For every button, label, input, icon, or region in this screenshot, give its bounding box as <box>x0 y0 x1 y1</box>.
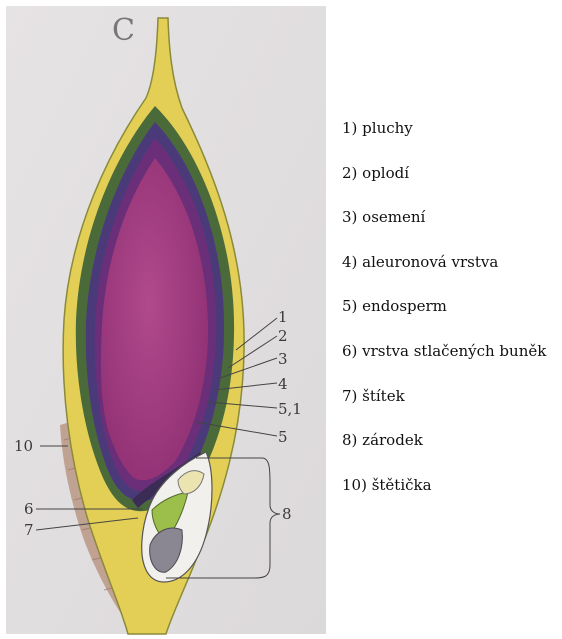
legend-item: 2) oplodí <box>342 163 562 208</box>
callout-2: 2 <box>278 327 288 345</box>
legend-item: 7) štítek <box>342 386 562 431</box>
callout-6: 6 <box>24 500 34 518</box>
callout-10: 10 <box>14 437 33 455</box>
callout-5: 5 <box>278 428 288 446</box>
legend-item: 6) vrstva stlačených buněk <box>342 341 562 386</box>
panel-letter: C <box>112 13 135 48</box>
legend-item: 5) endosperm <box>342 296 562 341</box>
grain-section-figure: C 1 2 3 4 5,1 5 6 7 8 10 <box>0 0 330 639</box>
callout-1: 1 <box>278 308 288 326</box>
legend-item: 3) osemení <box>342 207 562 252</box>
callout-8: 8 <box>282 505 292 523</box>
callout-5-1: 5,1 <box>278 400 302 418</box>
callout-4: 4 <box>278 375 288 393</box>
legend-list: 1) pluchy 2) oplodí 3) osemení 4) aleuro… <box>342 118 562 519</box>
legend-item: 1) pluchy <box>342 118 562 163</box>
callout-3: 3 <box>278 350 288 368</box>
legend-item: 4) aleuronová vrstva <box>342 252 562 297</box>
legend-item: 10) štětička <box>342 475 562 520</box>
legend-item: 8) zárodek <box>342 430 562 475</box>
callout-7: 7 <box>24 521 34 539</box>
